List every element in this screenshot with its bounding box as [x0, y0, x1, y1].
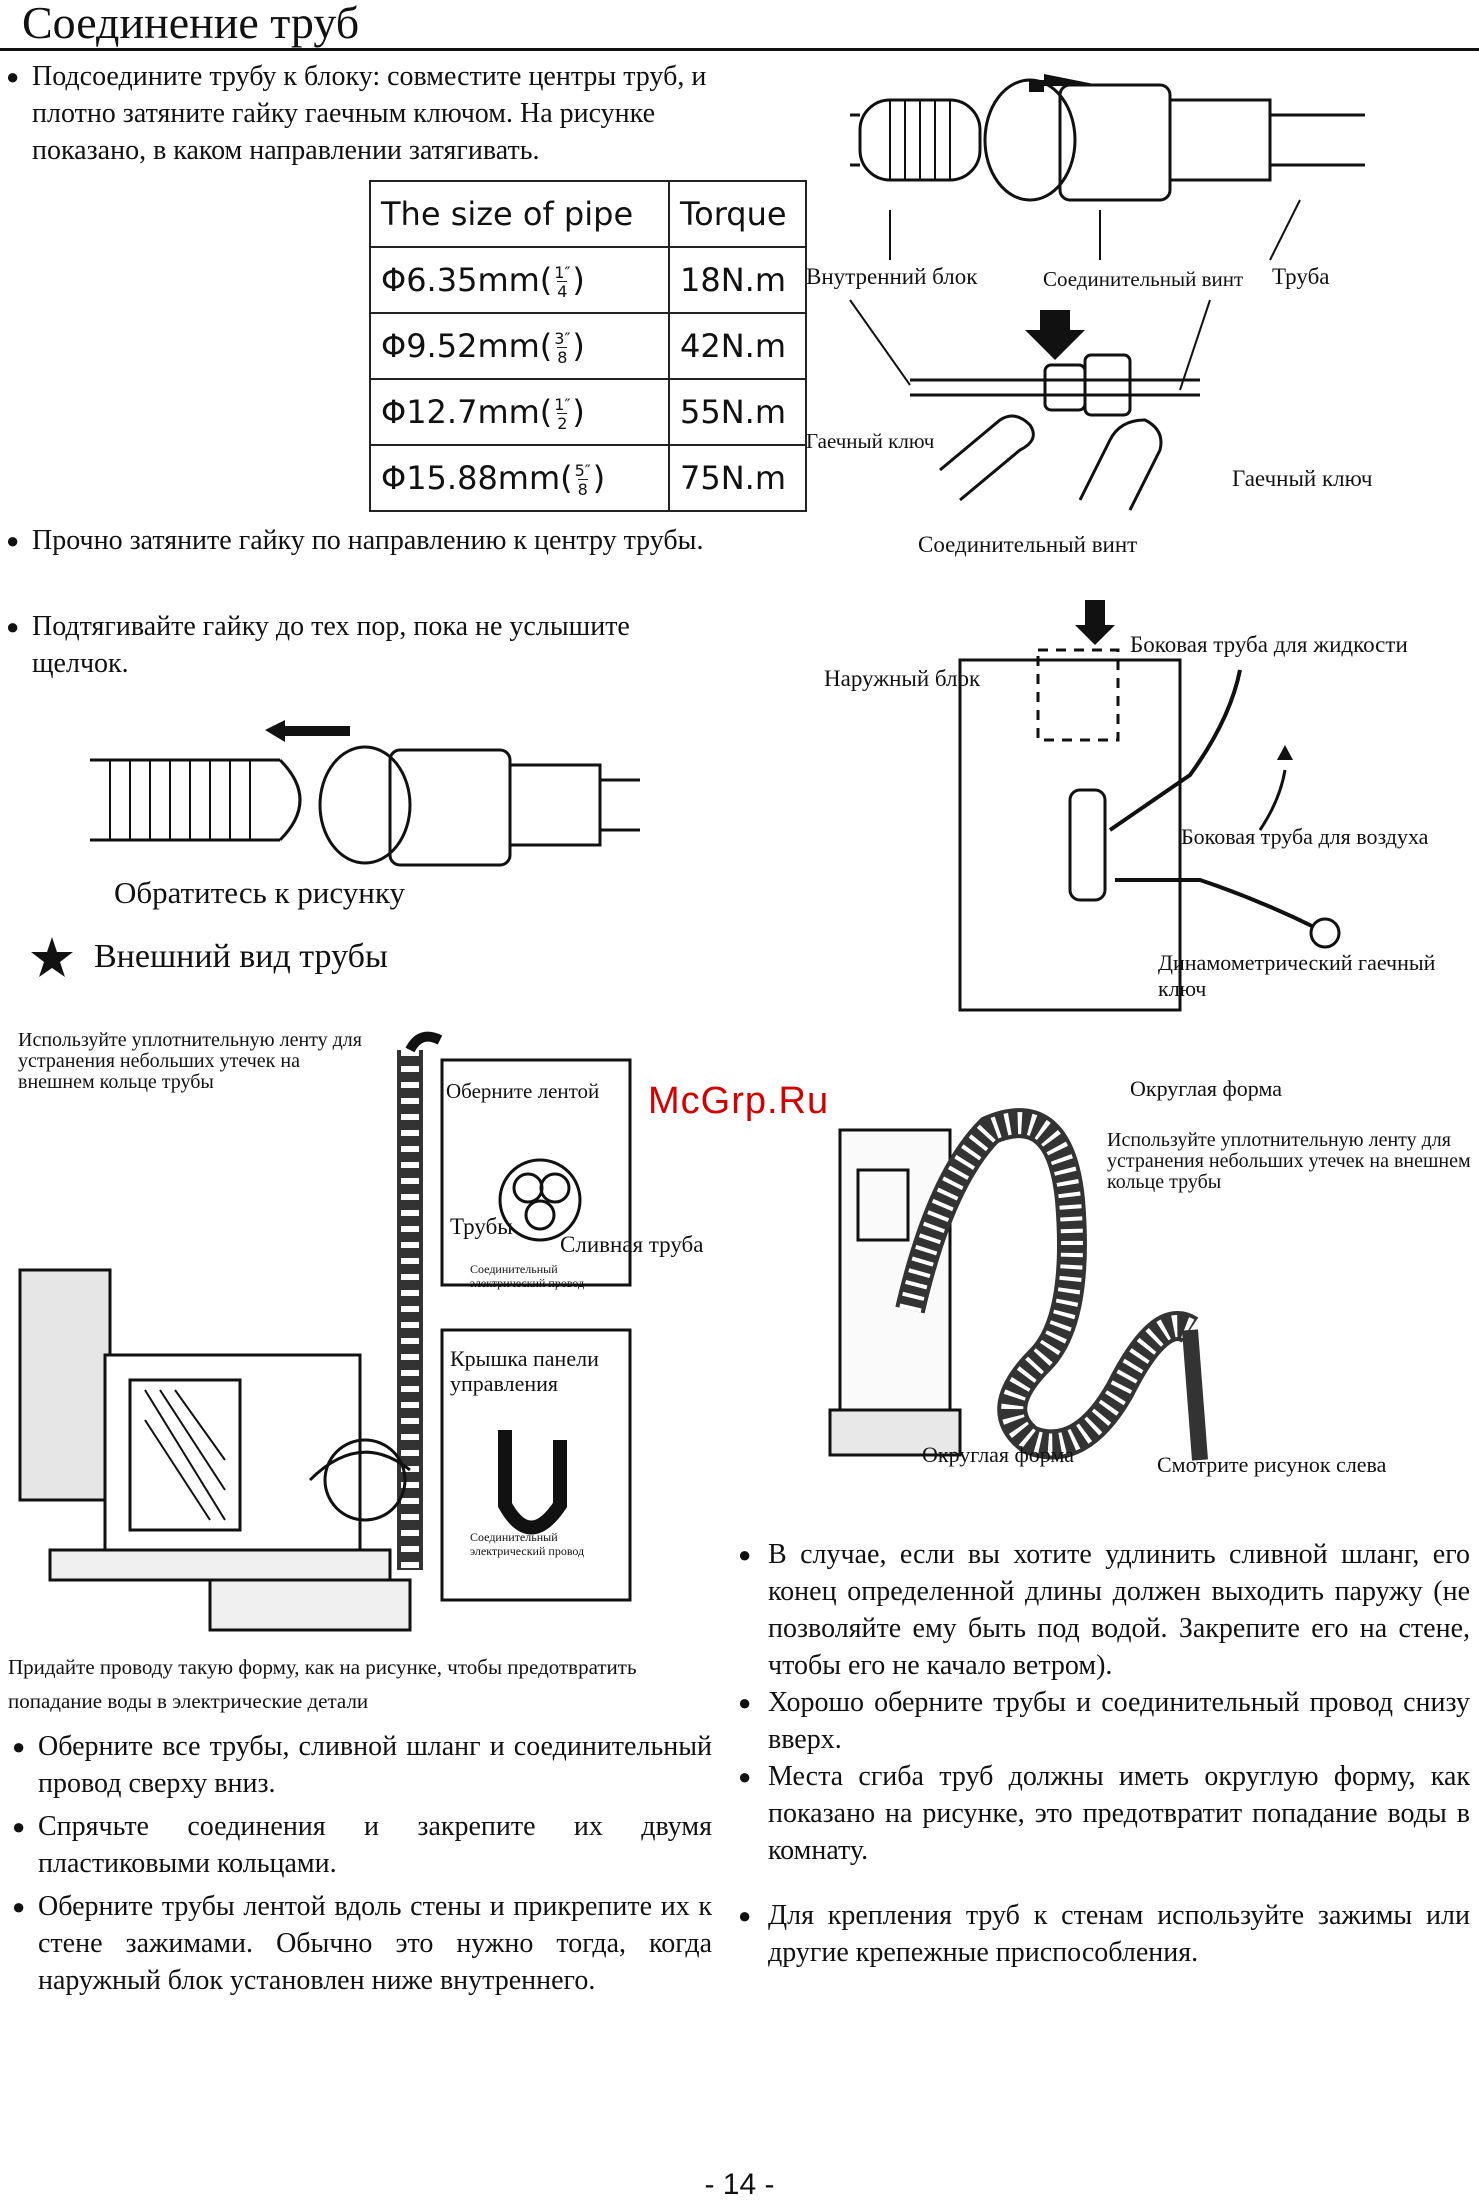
right-bullets: ●В случае, если вы хотите удлинить сливн… — [738, 1536, 1470, 1971]
intro-text: Подсоедините трубу к блоку: совместите ц… — [32, 61, 707, 166]
outdoor-unit-label: Наружный блок — [824, 666, 981, 691]
connecting-screw-label-bottom: Соединительный винт — [918, 532, 1138, 557]
round-shape-top-label: Округлая форма — [1130, 1076, 1283, 1101]
torque-table: The size of pipe Torque Φ6.35mm(1″4) 18N… — [369, 180, 807, 512]
pipe-size-cell: Φ9.52mm(3″8) — [369, 312, 670, 380]
bullet-icon: ● — [6, 614, 20, 639]
header-torque: Torque — [668, 180, 807, 248]
fraction: 3″8 — [554, 328, 571, 367]
watermark: McGrp.Ru — [648, 1080, 830, 1122]
torque-cell: 55N.m — [668, 378, 807, 446]
bullet-icon: ● — [738, 1542, 752, 1567]
liquid-side-pipe-label: Боковая труба для жидкости — [1130, 632, 1408, 657]
list-item: ●Хорошо оберните трубы и соединительный … — [738, 1684, 1470, 1758]
pipe-size-cell: Φ15.88mm(5″8) — [369, 444, 670, 512]
bullet-icon: ● — [12, 1814, 26, 1839]
indoor-unit-label: Внутренний блок — [806, 264, 978, 289]
curved-arrow-icon — [1277, 745, 1293, 760]
bullet-icon: ● — [6, 64, 20, 89]
connecting-wire-label-1: Соединительный электрический провод — [470, 1262, 585, 1290]
bullet-icon: ● — [6, 528, 20, 553]
torque-wrench-label: Динамометрический гаечный ключ — [1158, 950, 1436, 1001]
rounded-pipe-routing-illustration — [828, 1108, 1208, 1461]
list-item: ●Оберните все трубы, сливной шланг и сое… — [12, 1728, 712, 1802]
fraction: 1″4 — [554, 262, 571, 301]
drain-pipe-label: Сливная труба — [560, 1232, 704, 1257]
bullet-icon: ● — [12, 1894, 26, 1919]
down-arrow-icon — [1075, 600, 1115, 645]
table-row: Φ12.7mm(1″2) 55N.m — [369, 378, 807, 446]
header-pipe-size: The size of pipe — [369, 180, 670, 248]
fraction: 1″2 — [554, 394, 571, 433]
click-bullet: ● Подтягивайте гайку до тех пор, пока не… — [6, 608, 706, 682]
table-row: Φ15.88mm(5″8) 75N.m — [369, 444, 807, 512]
tighten-bullet: ● Прочно затяните гайку по направлению к… — [6, 522, 706, 559]
list-item: ●Для крепления труб к стенам используйте… — [738, 1897, 1470, 1971]
outdoor-unit-wrapping-illustration — [18, 1031, 632, 1632]
list-item: ●Спрячьте соединения и закрепите их двум… — [12, 1808, 712, 1882]
sealing-tape-note-right: Используйте уплотнительную ленту для уст… — [1107, 1129, 1471, 1193]
sealing-tape-note-left: Используйте уплотнительную ленту для уст… — [18, 1029, 362, 1093]
fraction: 5″8 — [574, 460, 591, 499]
pipe-flare-illustration — [850, 74, 1365, 261]
table-header-row: The size of pipe Torque — [369, 180, 807, 248]
see-left-label: Смотрите рисунок слева — [1157, 1452, 1387, 1477]
down-arrow-icon — [1025, 310, 1085, 360]
bullet-icon: ● — [738, 1690, 752, 1715]
pipe-size-cell: Φ6.35mm(1″4) — [369, 246, 670, 314]
left-bullets: ●Оберните все трубы, сливной шланг и сое… — [12, 1728, 712, 1999]
bullet-icon: ● — [12, 1734, 26, 1759]
refer-caption: Обратитесь к рисунку — [114, 875, 405, 910]
title-divider — [0, 48, 1479, 51]
wrench-right-label: Гаечный ключ — [1232, 466, 1373, 491]
intro-paragraph: ● Подсоедините трубу к блоку: совместите… — [6, 58, 726, 169]
wrench-connection-illustration — [849, 299, 1211, 511]
outdoor-unit-valves-illustration — [958, 600, 1341, 1012]
table-row: Φ9.52mm(3″8) 42N.m — [369, 312, 807, 380]
pipe-size-cell: Φ12.7mm(1″2) — [369, 378, 670, 446]
list-item: ●Оберните трубы лентой вдоль стены и при… — [12, 1888, 712, 1999]
wire-shape-note: Придайте проводу такую форму, как на рис… — [8, 1655, 637, 1713]
wrench-left-label: Гаечный ключ — [806, 429, 935, 453]
connecting-wire-label-2: Соединительный электрический провод — [470, 1530, 585, 1558]
flare-nut-illustration — [90, 720, 640, 867]
torque-cell: 75N.m — [668, 444, 807, 512]
wrap-tape-label: Оберните лентой — [446, 1079, 600, 1103]
star-icon — [31, 937, 73, 977]
arrow-left-icon — [265, 720, 350, 742]
bullet-icon: ● — [738, 1903, 752, 1928]
table-row: Φ6.35mm(1″4) 18N.m — [369, 246, 807, 314]
torque-cell: 42N.m — [668, 312, 807, 380]
torque-cell: 18N.m — [668, 246, 807, 314]
control-cover-label: Крышка панели управления — [450, 1346, 599, 1396]
gas-side-pipe-label: Боковая труба для воздуха — [1181, 824, 1429, 849]
pipe-label: Труба — [1272, 264, 1330, 289]
bullet-icon: ● — [738, 1764, 752, 1789]
page-number: - 14 - — [704, 2168, 775, 2201]
connecting-screw-label-top: Соединительный винт — [1043, 267, 1244, 291]
list-item: ●Места сгиба труб должны иметь округлую … — [738, 1758, 1470, 1869]
round-shape-bottom-label: Округлая форма — [922, 1442, 1075, 1467]
list-item: ●В случае, если вы хотите удлинить сливн… — [738, 1536, 1470, 1684]
page-title: Соединение труб — [22, 0, 360, 48]
pipes-label: Трубы — [450, 1214, 513, 1239]
appearance-heading: Внешний вид трубы — [30, 935, 388, 979]
arrow-left-icon — [1029, 74, 1104, 92]
